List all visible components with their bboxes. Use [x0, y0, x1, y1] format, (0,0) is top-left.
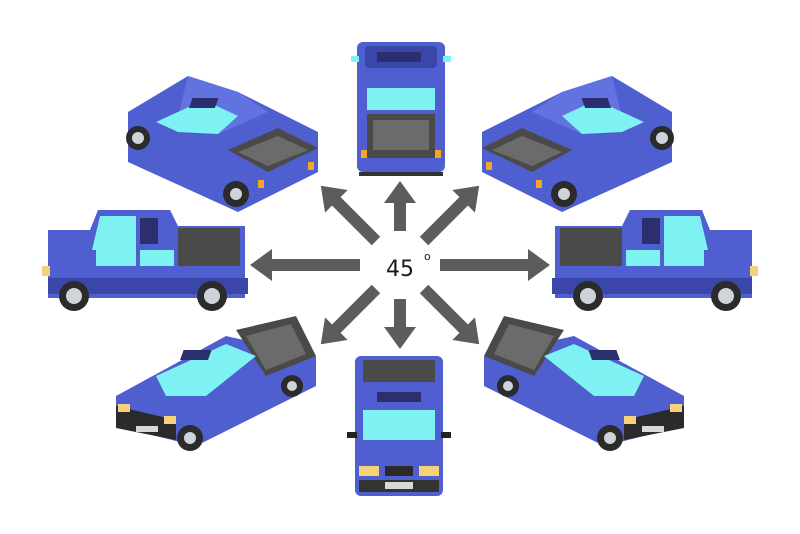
arrow-shaft [327, 284, 381, 338]
arrow-head-icon [384, 181, 416, 203]
rotation-angle-label: 45 o [386, 250, 431, 282]
arrow-head-icon [452, 185, 480, 213]
arrow-shaft [419, 192, 473, 246]
arrow-head-icon [528, 249, 550, 281]
pickup-truck-rear-right-icon [482, 76, 674, 212]
arrow-head-icon [452, 317, 480, 345]
pickup-truck-left-side-icon [42, 210, 248, 311]
pickup-truck-front-right-icon [484, 316, 684, 451]
pickup-truck-right-side-icon [552, 210, 758, 311]
arrow-head-icon [250, 249, 272, 281]
pickup-truck-front-left-icon [116, 316, 316, 451]
arrow-shaft [419, 284, 473, 338]
pickup-truck-front-icon [347, 356, 451, 496]
arrow-head-icon [320, 185, 348, 213]
arrow-head-icon [384, 327, 416, 349]
arrow-shaft [327, 192, 381, 246]
pickup-truck-rear-left-icon [126, 76, 318, 212]
arrow-head-icon [320, 317, 348, 345]
direction-arrows [250, 181, 550, 349]
degree-mark: o [424, 250, 431, 263]
pickup-truck-rear-icon [351, 42, 451, 176]
angle-value: 45 [386, 257, 414, 282]
